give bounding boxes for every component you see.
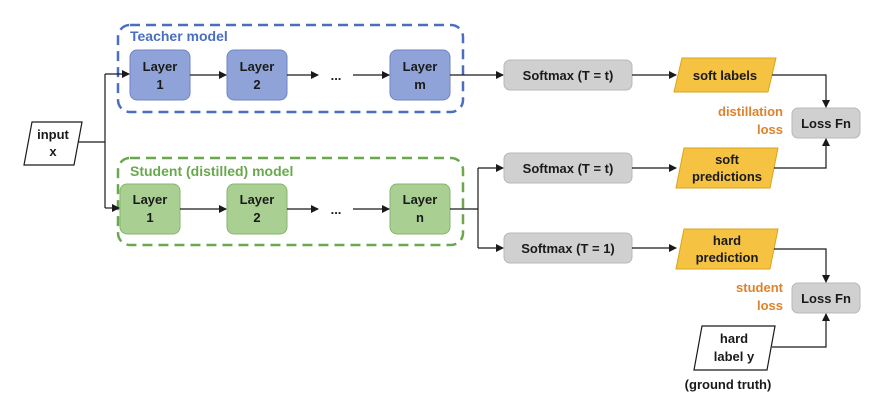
hard-label-y <box>693 325 776 371</box>
softmax-student-soft-label: Softmax (T = t) <box>523 161 614 176</box>
arrow-hard-pred-to-loss <box>774 248 830 283</box>
teacher-model-title: Teacher model <box>130 28 228 44</box>
soft-predictions-line2: predictions <box>692 169 762 184</box>
teacher-layer-m <box>389 49 451 101</box>
softmax-student-hard-label: Softmax (T = 1) <box>521 241 615 256</box>
teacher-layer-1-line2: 1 <box>156 77 163 92</box>
teacher-layer-m-line1: Layer <box>403 59 438 74</box>
teacher-ellipsis: ... <box>331 68 342 83</box>
input-label-line2: x <box>49 144 57 159</box>
teacher-layer-m-line2: m <box>414 77 426 92</box>
teacher-layer-1 <box>129 49 191 101</box>
student-layer-n-line2: n <box>416 210 424 225</box>
student-layer-n-line1: Layer <box>403 192 438 207</box>
student-loss-line1: student <box>736 280 784 295</box>
ground-truth-caption: (ground truth) <box>685 377 772 392</box>
student-layer-1-line2: 1 <box>146 210 153 225</box>
hard-label-line1: hard <box>720 331 748 346</box>
teacher-layer-1-line1: Layer <box>143 59 178 74</box>
student-model-title: Student (distilled) model <box>130 163 293 179</box>
arrow-hard-label-to-loss <box>772 313 830 348</box>
hard-prediction-line1: hard <box>713 233 741 248</box>
hard-prediction-output <box>675 228 779 270</box>
soft-labels-text: soft labels <box>693 68 757 83</box>
student-model-group <box>116 156 465 247</box>
softmax-teacher-label: Softmax (T = t) <box>523 68 614 83</box>
arrow-soft-labels-to-loss <box>772 74 830 108</box>
student-loss-line2: loss <box>757 298 783 313</box>
distillation-loss-line1: distillation <box>718 104 783 119</box>
teacher-layer-2-line2: 2 <box>253 77 260 92</box>
soft-predictions-output <box>675 147 779 189</box>
loss-fn-1-label: Loss Fn <box>801 116 851 131</box>
distillation-loss-line2: loss <box>757 122 783 137</box>
student-ellipsis: ... <box>331 202 342 217</box>
teacher-layer-2-line1: Layer <box>240 59 275 74</box>
soft-labels-output <box>673 57 777 93</box>
arrow-soft-pred-to-loss <box>774 138 830 169</box>
student-layer-2-line2: 2 <box>253 210 260 225</box>
student-layer-2-line1: Layer <box>240 192 275 207</box>
teacher-layer-2 <box>226 49 288 101</box>
student-layer-1-line1: Layer <box>133 192 168 207</box>
input-x <box>23 121 83 166</box>
teacher-model-group <box>116 23 465 114</box>
loss-fn-2-label: Loss Fn <box>801 291 851 306</box>
hard-prediction-line2: prediction <box>696 250 759 265</box>
input-label-line1: input <box>37 127 69 142</box>
soft-predictions-line1: soft <box>715 152 740 167</box>
hard-label-line2: label y <box>714 349 755 364</box>
